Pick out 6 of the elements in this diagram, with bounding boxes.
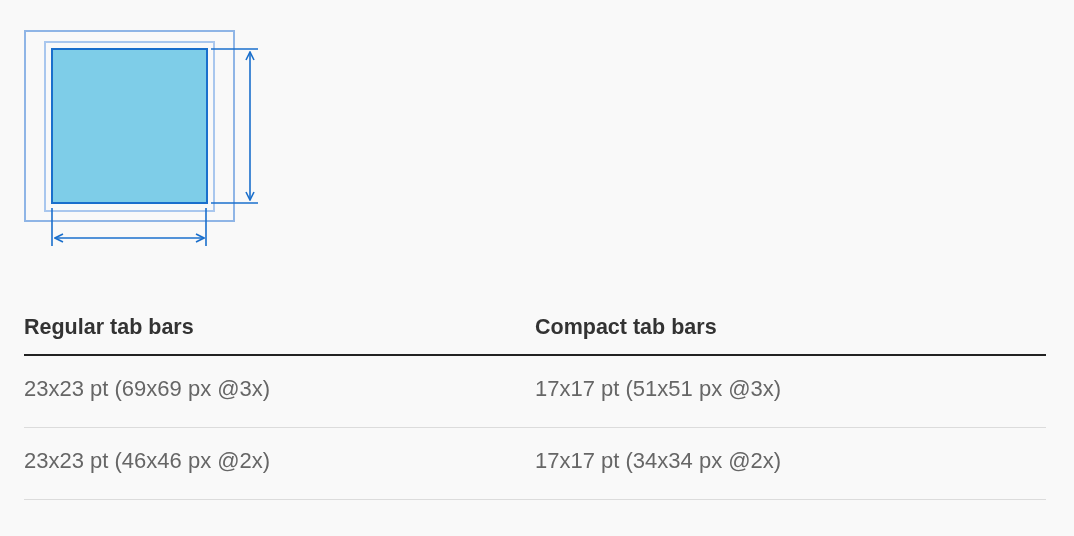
- table-cell: 17x17 pt (51x51 px @3x): [535, 376, 782, 402]
- table-cell: 23x23 pt (69x69 px @3x): [24, 376, 271, 402]
- column-header: Compact tab bars: [535, 314, 717, 340]
- column-header: Regular tab bars: [24, 314, 194, 340]
- table-cell: 17x17 pt (34x34 px @2x): [535, 448, 782, 474]
- table-cell: 23x23 pt (46x46 px @2x): [24, 448, 271, 474]
